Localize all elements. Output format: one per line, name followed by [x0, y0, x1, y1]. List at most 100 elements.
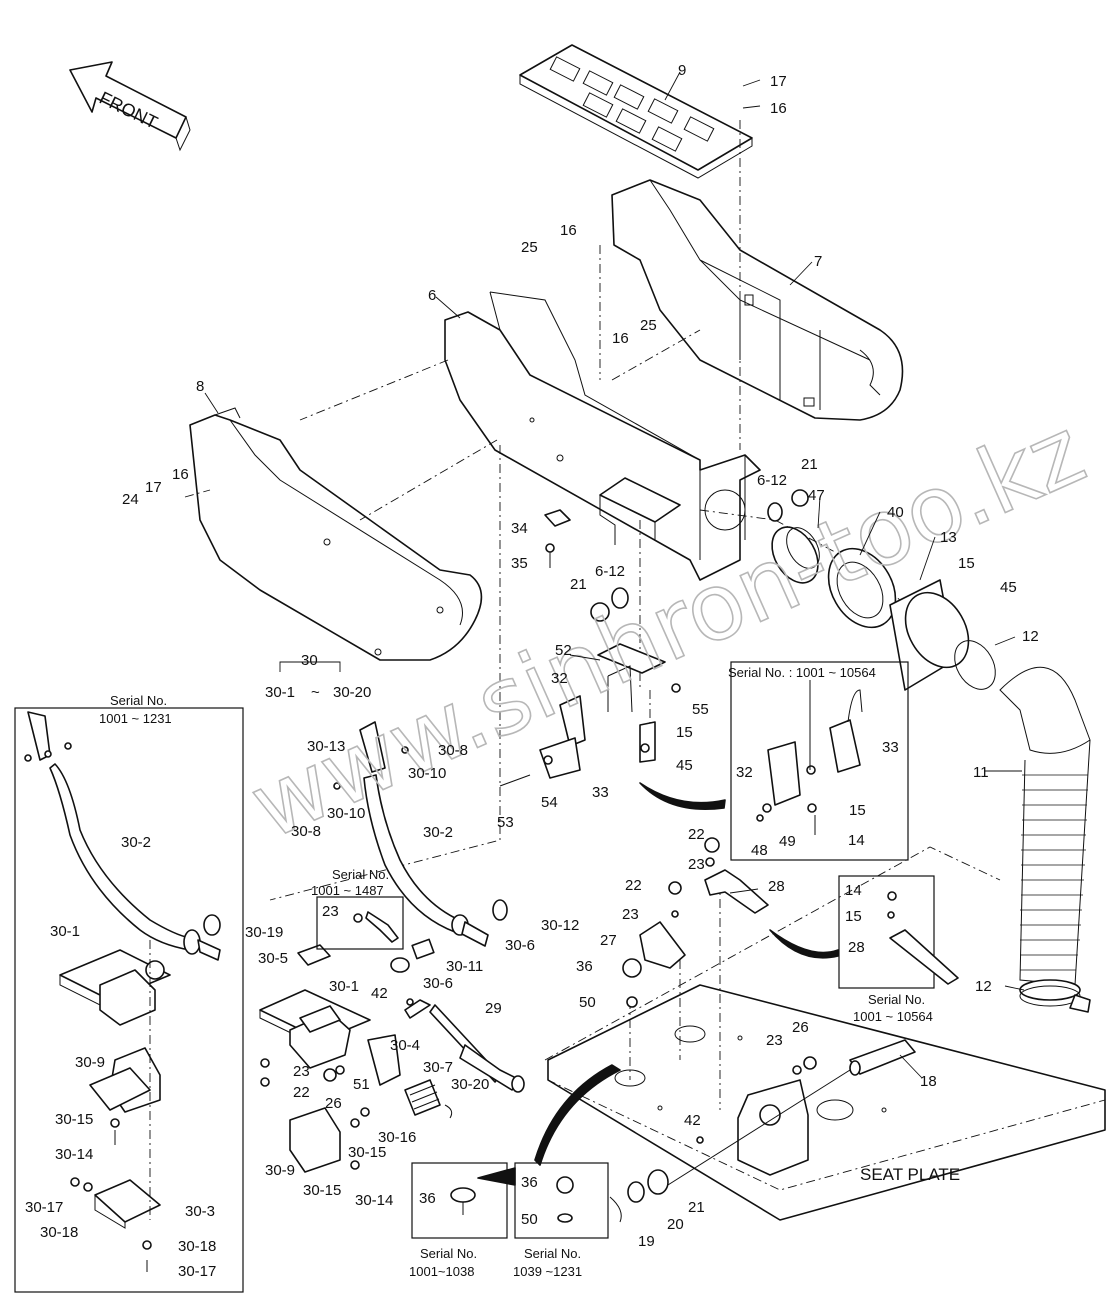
label-16: 16 — [172, 466, 189, 483]
label-30-12: 30-12 — [541, 917, 579, 934]
part-8-left-cover — [189, 407, 483, 661]
inset-1487-serial-range: 1001 ~ 1487 — [311, 883, 384, 898]
label-18: 18 — [920, 1073, 937, 1090]
label-30-1: 30-1 — [329, 978, 359, 995]
label-30-11: 30-11 — [446, 958, 483, 975]
label-50: 50 — [579, 994, 596, 1011]
label-21: 21 — [801, 456, 818, 473]
inset-10564-serial: Serial No. : 1001 ~ 10564 — [728, 665, 876, 680]
seat-plate-label: SEAT PLATE — [860, 1165, 960, 1184]
left-inset-serial-label: Serial No. — [110, 693, 167, 708]
label-33: 33 — [882, 739, 899, 756]
label-26: 26 — [325, 1095, 342, 1112]
label-45: 45 — [1000, 579, 1017, 596]
label-11: 11 — [973, 764, 989, 781]
label-30-8: 30-8 — [291, 823, 321, 840]
label-14: 14 — [848, 832, 865, 849]
label-20: 20 — [667, 1216, 684, 1233]
part-9-grate — [519, 44, 753, 179]
inset-36-boxes — [411, 1064, 621, 1239]
label-16: 16 — [612, 330, 629, 347]
label-30-4: 30-4 — [390, 1037, 420, 1054]
label-21: 21 — [570, 576, 587, 593]
label-30-9: 30-9 — [75, 1054, 105, 1071]
label-36: 36 — [419, 1190, 436, 1207]
part-labels: 9 17 16 7 25 16 25 16 6 8 24 17 16 34 35… — [25, 62, 1039, 1280]
label-30-6: 30-6 — [423, 975, 453, 992]
inset-1038-serial-range: 1001~1038 — [409, 1264, 474, 1279]
label-22: 22 — [625, 877, 642, 894]
label-36: 36 — [521, 1174, 538, 1191]
label-13: 13 — [940, 529, 957, 546]
label-30-15: 30-15 — [348, 1144, 386, 1161]
label-30-8: 30-8 — [438, 742, 468, 759]
label-6: 6 — [428, 287, 436, 304]
label-16: 16 — [770, 100, 787, 117]
inset-10564b-serial-label: Serial No. — [868, 992, 925, 1007]
label-26: 26 — [792, 1019, 809, 1036]
left-inset-serial-range: 1001 ~ 1231 — [99, 711, 172, 726]
label-42: 42 — [684, 1112, 701, 1129]
label-47: 47 — [808, 487, 825, 504]
label-30-1: 30-1 — [50, 923, 80, 940]
label-52: 52 — [555, 642, 572, 659]
leader-lines — [204, 71, 1025, 1079]
inset-10564-a — [730, 661, 909, 861]
label-30-9: 30-9 — [265, 1162, 295, 1179]
label-30-17: 30-17 — [25, 1199, 63, 1216]
label-30-7: 30-7 — [423, 1059, 453, 1076]
label-15: 15 — [845, 908, 862, 925]
label-30-10: 30-10 — [408, 765, 446, 782]
label-15: 15 — [676, 724, 693, 741]
label-30-5: 30-5 — [258, 950, 288, 967]
label-25: 25 — [640, 317, 657, 334]
label-34: 34 — [511, 520, 528, 537]
label-24: 24 — [122, 491, 139, 508]
label-30-2: 30-2 — [121, 834, 151, 851]
label-27: 27 — [600, 932, 617, 949]
callout-arrow-b — [769, 929, 839, 959]
label-25: 25 — [521, 239, 538, 256]
label-12: 12 — [975, 978, 992, 995]
label-9: 9 — [678, 62, 686, 79]
part-6-housing — [444, 291, 761, 581]
part-7-rear-cover — [611, 179, 904, 421]
inset-1039-serial-range: 1039 ~1231 — [513, 1264, 582, 1279]
label-15: 15 — [849, 802, 866, 819]
label-30-2: 30-2 — [423, 824, 453, 841]
label-33: 33 — [592, 784, 609, 801]
label-30-17: 30-17 — [178, 1263, 216, 1280]
label-12: 12 — [1022, 628, 1039, 645]
inset-10564b-serial-range: 1001 ~ 10564 — [853, 1009, 933, 1024]
label-22: 22 — [688, 826, 705, 843]
label-17: 17 — [145, 479, 162, 496]
label-23: 23 — [622, 906, 639, 923]
group-30-range-start: 30-1 — [265, 684, 295, 701]
label-48: 48 — [751, 842, 768, 859]
label-53: 53 — [497, 814, 514, 831]
label-50: 50 — [521, 1211, 538, 1228]
center-lower-parts — [622, 837, 769, 1008]
label-23: 23 — [322, 903, 339, 920]
label-51: 51 — [353, 1076, 370, 1093]
label-23: 23 — [293, 1063, 310, 1080]
inset-10564-b — [838, 875, 959, 989]
label-40: 40 — [887, 504, 904, 521]
group-30-tilde: ~ — [311, 684, 320, 701]
label-22: 22 — [293, 1084, 310, 1101]
label-30-18: 30-18 — [178, 1238, 216, 1255]
label-32: 32 — [736, 764, 753, 781]
label-30-14: 30-14 — [355, 1192, 393, 1209]
label-30-6: 30-6 — [505, 937, 535, 954]
small-parts-center — [499, 489, 809, 787]
group-30-label: 30 — [301, 652, 318, 669]
label-14: 14 — [845, 882, 862, 899]
label-7: 7 — [814, 253, 822, 270]
label-8: 8 — [196, 378, 204, 395]
label-30-15: 30-15 — [55, 1111, 93, 1128]
label-30-14: 30-14 — [55, 1146, 93, 1163]
inset-1487-serial-label: Serial No. — [332, 867, 389, 882]
label-17: 17 — [770, 73, 787, 90]
label-30-13: 30-13 — [307, 738, 345, 755]
label-29: 29 — [485, 1000, 502, 1017]
